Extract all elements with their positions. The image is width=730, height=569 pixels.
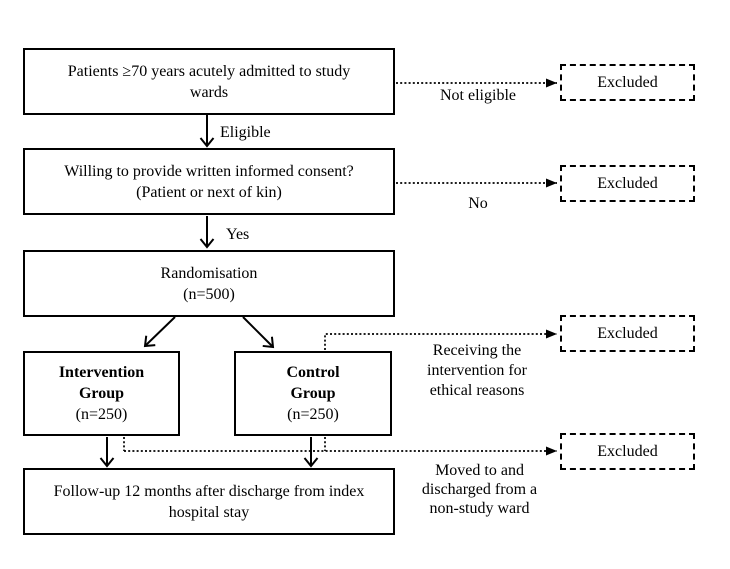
arrow-randomisation-to-intervention <box>143 316 176 348</box>
edge-label-receiving-intervention: Receiving the intervention for ethical r… <box>410 341 544 401</box>
box-text-line: Follow-up 12 months after discharge from… <box>53 482 365 500</box>
box-text-line: Randomisation <box>160 264 258 282</box>
excluded-box-not-eligible: Excluded <box>560 64 695 101</box>
randomisation-box: Randomisation (n=500) <box>23 250 395 317</box>
box-text-line: hospital stay <box>168 503 250 521</box>
box-text-line: Excluded <box>597 175 658 192</box>
edge-label-line: non-study ward <box>429 500 530 517</box>
edge-label-line: Moved to and <box>435 462 524 479</box>
box-text-line: Excluded <box>597 325 658 342</box>
excluded-box-moved-ward: Excluded <box>560 433 695 470</box>
box-text-line: (Patient or next of kin) <box>136 183 282 201</box>
edge-label-eligible: Eligible <box>220 124 271 141</box>
box-text-line: Group <box>290 385 336 402</box>
box-text-line: (n=250) <box>75 406 128 423</box>
box-text-line: (n=500) <box>183 285 235 303</box>
control-group-box: Control Group (n=250) <box>234 351 392 436</box>
excluded-box-receiving-intervention: Excluded <box>560 315 695 352</box>
dotted-arrow-receiving-intervention <box>324 329 557 350</box>
box-text-line: wards <box>189 83 229 101</box>
box-text-line: Intervention <box>58 364 145 381</box>
followup-box: Follow-up 12 months after discharge from… <box>23 468 395 535</box>
arrow-randomisation-to-control <box>242 316 275 349</box>
screening-box: Patients ≥70 years acutely admitted to s… <box>23 48 395 115</box>
edge-label-moved-ward: Moved to and discharged from a non-study… <box>408 461 551 518</box>
edge-label-yes: Yes <box>226 226 250 243</box>
box-text-line: Excluded <box>597 443 658 460</box>
edge-label-line: ethical reasons <box>429 382 525 399</box>
box-text-line: Patients ≥70 years acutely admitted to s… <box>67 62 351 80</box>
edge-label-line: intervention for <box>427 362 527 379</box>
edge-label-line: discharged from a <box>421 481 538 498</box>
box-text-line: Excluded <box>597 74 658 91</box>
consent-box: Willing to provide written informed cons… <box>23 148 395 215</box>
box-text-line: (n=250) <box>287 406 339 423</box>
box-text-line: Control <box>286 364 340 381</box>
box-text-line: Group <box>78 385 125 402</box>
edge-label-no: No <box>468 195 488 212</box>
intervention-group-box: Intervention Group (n=250) <box>23 351 180 436</box>
box-text-line: Willing to provide written informed cons… <box>64 162 354 180</box>
edge-label-not-eligible: Not eligible <box>440 87 516 104</box>
excluded-box-no-consent: Excluded <box>560 165 695 202</box>
edge-label-line: Receiving the <box>432 342 522 359</box>
